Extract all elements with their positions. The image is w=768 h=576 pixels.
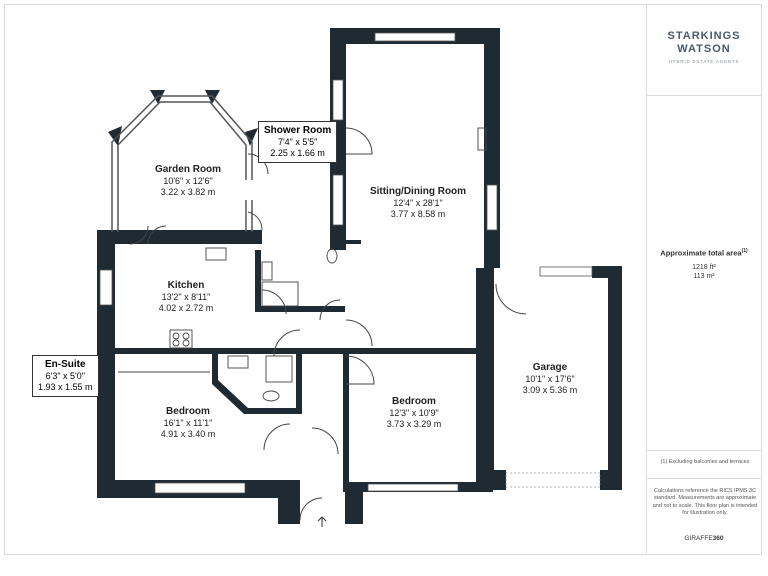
garden-room-metric: 3.22 x 3.82 m xyxy=(160,186,216,197)
giraffe-prefix: GIRAFFE xyxy=(684,535,713,542)
entrance-arrow xyxy=(317,516,327,527)
brand-line-2: WATSON xyxy=(677,42,731,55)
giraffe360-mark: GIRAFFE360 xyxy=(648,535,760,542)
sidebar-rule-3 xyxy=(647,478,762,479)
sidebar-rule-1 xyxy=(647,95,762,96)
label-kitchen: Kitchen 13'2" x 8'11" 4.02 x 2.72 m xyxy=(159,280,214,314)
plan-frame xyxy=(4,4,762,555)
total-area-sqft: 1218 ft² xyxy=(692,263,716,271)
garage-imperial: 10'1" x 17'6" xyxy=(525,374,575,384)
windows xyxy=(99,32,601,494)
bedroom-2-imperial: 12'3" x 10'9" xyxy=(389,408,439,418)
garage-metric: 3.09 x 5.36 m xyxy=(522,384,578,395)
footnote-disclaimer: Calculations reference the RICS IPMS 3C … xyxy=(652,488,758,517)
brand-line-1: STARKINGS xyxy=(667,30,741,42)
total-area-sqm: 113 m² xyxy=(693,272,715,280)
sitting-dining-name: Sitting/Dining Room xyxy=(369,186,467,197)
label-sitting-dining-room: Sitting/Dining Room 12'4" x 28'1" 3.77 x… xyxy=(370,186,466,220)
shower-room-imperial: 7'4" x 5'5" xyxy=(277,137,318,147)
total-area-panel: Approximate total area(1) 1218 ft² 113 m… xyxy=(648,248,760,280)
garden-room-imperial: 10'6" x 12'6" xyxy=(163,176,213,186)
garden-room-name: Garden Room xyxy=(154,164,222,175)
bedroom-1-name: Bedroom xyxy=(166,406,210,417)
sidebar-divider xyxy=(646,4,647,555)
sidebar-rule-2 xyxy=(647,450,762,451)
sitting-dining-metric: 3.77 x 8.58 m xyxy=(390,208,446,219)
brand-tagline: HYBRID ESTATE AGENTS xyxy=(668,59,740,65)
kitchen-imperial: 13'2" x 8'11" xyxy=(161,292,211,302)
brand-logo: & STARKINGS WATSON HYBRID ESTATE AGENTS xyxy=(648,24,760,65)
footnote-excluding: (1) Excluding balconies and terraces xyxy=(660,459,750,465)
label-garage: Garage 10'1" x 17'6" 3.09 x 5.36 m xyxy=(523,362,578,396)
bedroom-2-metric: 3.73 x 3.29 m xyxy=(386,418,442,429)
garage-name: Garage xyxy=(532,362,568,373)
total-area-footnote-marker: (1) xyxy=(741,248,748,254)
sitting-dining-imperial: 12'4" x 28'1" xyxy=(393,198,443,208)
total-area-title: Approximate total area(1) xyxy=(660,248,748,258)
door-swings xyxy=(129,127,527,521)
en-suite-imperial: 6'3" x 5'0" xyxy=(45,371,85,381)
bedroom-2-name: Bedroom xyxy=(392,396,436,407)
shower-room-metric: 2.25 x 1.66 m xyxy=(270,147,325,158)
label-bedroom-1: Bedroom 16'1" x 11'1" 4.91 x 3.40 m xyxy=(161,406,216,440)
bedroom-1-imperial: 16'1" x 11'1" xyxy=(163,418,213,428)
kitchen-metric: 4.02 x 2.72 m xyxy=(158,302,214,313)
label-bedroom-2: Bedroom 12'3" x 10'9" 3.73 x 3.29 m xyxy=(387,396,442,430)
shower-room-name: Shower Room xyxy=(264,125,332,136)
label-garden-room: Garden Room 10'6" x 12'6" 3.22 x 3.82 m xyxy=(155,164,221,198)
bedroom-1-metric: 4.91 x 3.40 m xyxy=(160,428,216,439)
en-suite-name: En-Suite xyxy=(44,359,86,370)
kitchen-name: Kitchen xyxy=(167,280,205,291)
fixtures xyxy=(118,127,487,402)
garden-room-glazing xyxy=(111,95,253,232)
label-en-suite: En-Suite 6'3" x 5'0" 1.93 x 1.55 m xyxy=(32,355,99,397)
en-suite-metric: 1.93 x 1.55 m xyxy=(38,381,93,392)
giraffe-suffix: 360 xyxy=(712,535,724,542)
label-shower-room: Shower Room 7'4" x 5'5" 2.25 x 1.66 m xyxy=(258,121,338,163)
